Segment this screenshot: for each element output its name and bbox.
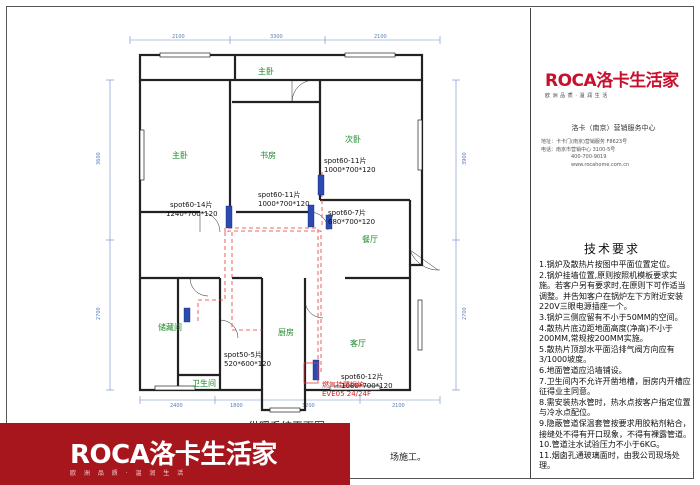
room-living: 客厅 [350, 338, 366, 348]
brand-tagline: 欧 洲 品 质 · 温 润 生 活 [545, 93, 608, 99]
boiler-model: EVE05 24/24F [322, 390, 371, 398]
dim-left-2: 2700 [96, 307, 102, 320]
contact-web: www.rocahome.com.cn [571, 162, 630, 168]
company-name: 洛卡（南京）营销服务中心 [571, 124, 656, 132]
boiler-label: 燃气挂壁锅炉 [322, 380, 364, 389]
tech-item: 10.管道注水试验压力不小于6KG。 [539, 440, 665, 450]
tech-item: 3.锅炉三侧应留有不小于50MM的空间。 [539, 312, 683, 322]
radiator-size-2: 1000*700*120 [324, 166, 376, 174]
tech-item: 7.卫生间内不允许开凿地槽，厨房内开槽应征得业主同意。 [539, 376, 691, 397]
dim-right-1: 3900 [462, 152, 468, 165]
contact-line-1: 地址：卡卡门(南京)营销服务 F8623号 [541, 139, 628, 145]
tech-item: 2.锅炉挂墙位置,原则按照机模板要求实施。若客户另有要求时,在原则下可作适当调整… [539, 270, 686, 312]
radiator-label-6: spot60-12片 [341, 372, 383, 381]
tech-item: 9.隐蔽管道保温套管按要求用胶粘剂粘合，接缝处不得有开口现象，不得有裸露管道。 [539, 418, 691, 439]
tech-item: 1.锅炉及散热片按图中平面位置定位。 [539, 260, 675, 269]
brand-cn: 洛卡生活家 [596, 71, 679, 91]
radiator-label-3: spot60-11片 [258, 190, 300, 199]
radiator-size-3: 1000*700*120 [258, 200, 310, 208]
room-bathroom: 卫生间 [192, 378, 216, 388]
radiator-label-5: spot50-5片 [224, 350, 262, 359]
tech-item: 8.需安装热水管时，热水点按客户指定位置与冷水点配位。 [539, 397, 691, 418]
dim-bottom-4: 2100 [392, 403, 405, 409]
room-storage: 储藏间 [158, 322, 182, 332]
room-dining: 餐厅 [362, 235, 378, 244]
footer-banner: ROCA洛卡生活家 欧 洲 品 质 · 温 润 生 活 [0, 423, 350, 485]
room-study: 书房 [260, 150, 276, 160]
tech-item: 6.地面管道应沿墙铺设。 [539, 365, 627, 375]
radiator-size-6: 1080*700*120 [341, 382, 393, 390]
room-master-top: 主卧 [258, 66, 274, 76]
contact-line-2: 电话：南京市营销中心 3100-5号 [541, 147, 616, 153]
radiator-label-4: spot60-7片 [328, 208, 366, 217]
floor-plan: 2100 3300 2100 2400 1800 3200 2100 3600 … [96, 34, 468, 413]
room-kitchen: 厨房 [278, 327, 294, 337]
radiator-label-1: spot60-14片 [170, 200, 212, 209]
dim-left-1: 3600 [96, 152, 102, 165]
tech-item: 5.散热片顶部水平面沿排气阀方向应有3/1000坡度。 [539, 344, 675, 365]
radiator-size-5: 520*600*120 [224, 360, 271, 368]
tech-requirements: 1.锅炉及散热片按图中平面位置定位。 2.锅炉挂墙位置,原则按照机模板要求实施。… [539, 260, 691, 472]
tech-item: 4.散热片底边距地面高度(净高)不小于200MM,常规按200MM实施。 [539, 323, 673, 344]
info-panel: ROCA洛卡生活家 欧 洲 品 质 · 温 润 生 活 洛卡（南京）营销服务中心… [530, 8, 693, 478]
contact-phone: 400-700-9019 [571, 154, 607, 160]
brand-logo: ROCA洛卡生活家 欧 洲 品 质 · 温 润 生 活 [545, 66, 685, 99]
radiator-label-2: spot60-11片 [324, 156, 366, 165]
footer-logo: ROCA洛卡生活家 [70, 434, 277, 471]
dim-bottom-1: 2400 [170, 403, 183, 409]
dim-top-1: 2100 [172, 34, 185, 40]
footer-brand-cn: 洛卡生活家 [149, 440, 277, 470]
dim-right-2: 2700 [462, 307, 468, 320]
room-second-bed: 次卧 [345, 134, 361, 144]
dim-top-3: 2100 [374, 34, 387, 40]
dim-top-2: 3300 [270, 34, 283, 40]
bottom-note: 场施工。 [390, 453, 427, 463]
brand-latin: ROCA [545, 71, 597, 91]
dim-bottom-3: 3200 [302, 403, 315, 409]
footer-brand-latin: ROCA [70, 440, 150, 470]
dim-bottom-2: 1800 [230, 403, 243, 409]
footer-tagline: 欧 洲 品 质 · 温 润 生 活 [70, 470, 187, 477]
radiator-size-4: 680*700*120 [328, 218, 375, 226]
tech-item: 11.烟囱孔通玻璃面时，由我公司现场处理。 [539, 450, 680, 471]
room-master-left: 主卧 [172, 150, 188, 160]
tech-title: 技术要求 [583, 242, 640, 256]
sheet-border [6, 6, 694, 479]
radiator-size-1: 1240*700*120 [166, 210, 218, 218]
